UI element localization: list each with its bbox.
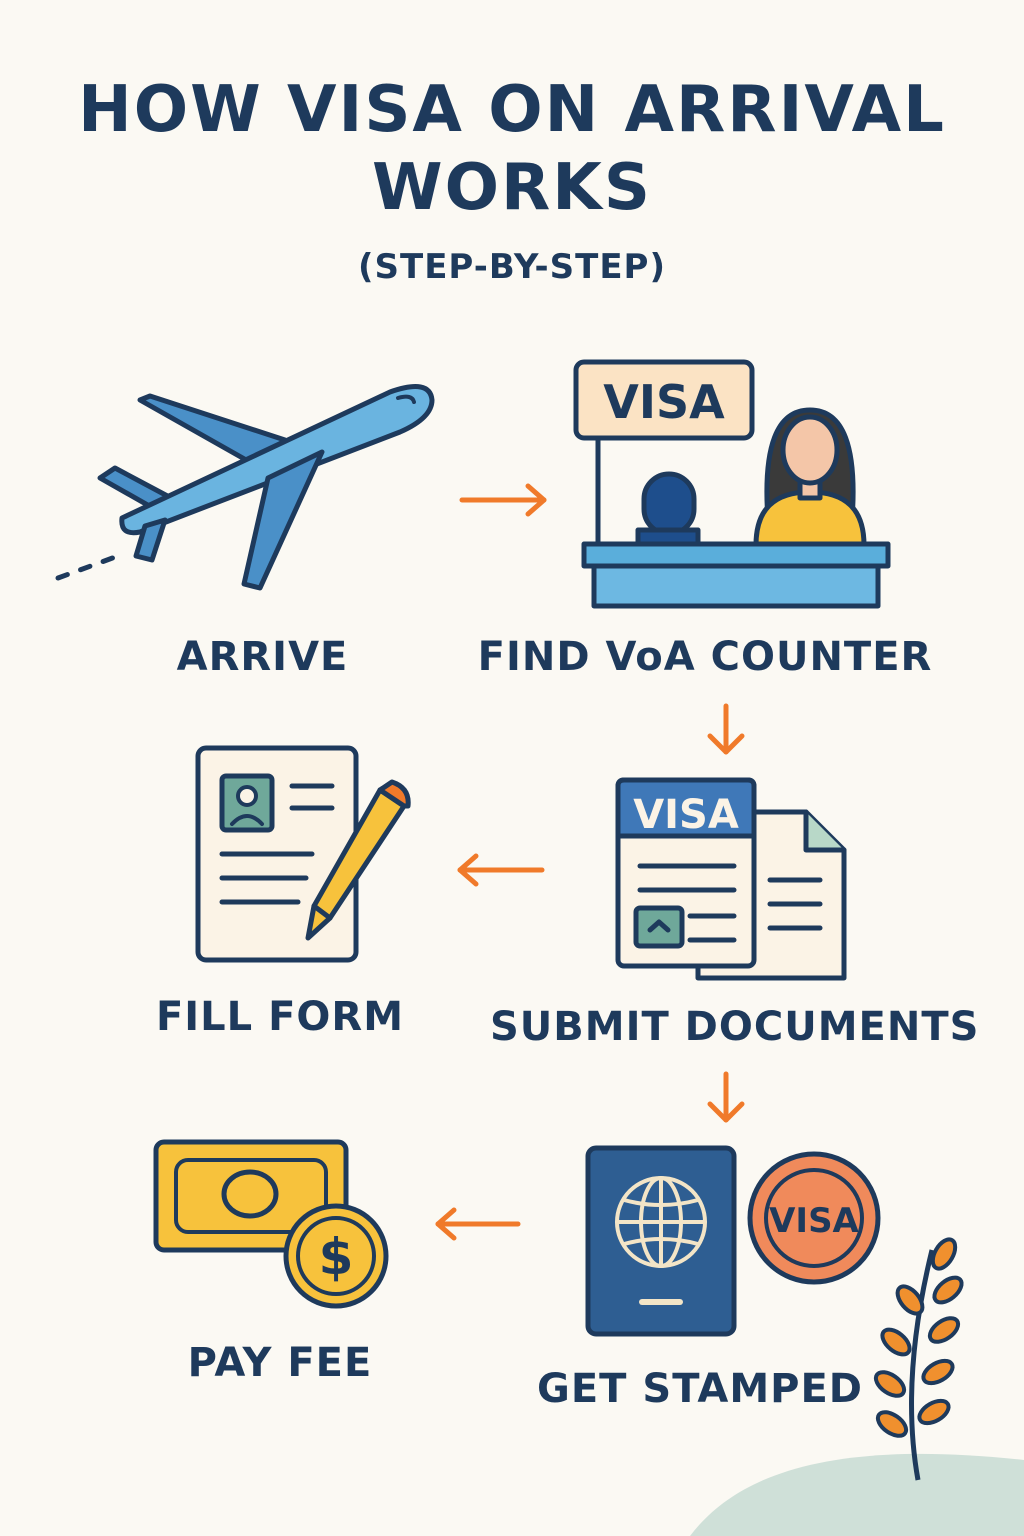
step-label-find-counter: FIND VoA COUNTER [477, 634, 933, 680]
visa-counter-icon [573, 359, 891, 609]
step-label-arrive: ARRIVE [176, 634, 349, 680]
plant-decoration-icon [873, 1237, 964, 1481]
flight-trail [55, 553, 121, 581]
money-coin-icon [153, 1139, 389, 1309]
page-title-line-2: WORKS [372, 151, 652, 225]
document-header-text: VISA [633, 792, 739, 838]
visa-sign [573, 359, 755, 441]
counter-top [581, 541, 891, 569]
visa-stamp-text: VISA [769, 1201, 859, 1241]
page-subtitle: (STEP-BY-STEP) [357, 247, 667, 287]
form-pencil-icon [195, 745, 411, 963]
visa-sign-text: VISA [603, 375, 725, 429]
agent-face [780, 414, 840, 486]
globe-icon [615, 1176, 707, 1268]
hill-decoration [690, 1453, 1024, 1536]
step-label-pay-fee: PAY FEE [187, 1340, 373, 1386]
passport-stamp-icon [585, 1145, 881, 1337]
page-title-line-1: HOW VISA ON ARRIVAL [78, 73, 946, 147]
visa-stamp [747, 1151, 881, 1285]
step-label-get-stamped: GET STAMPED [537, 1366, 863, 1412]
arrow-down-icon [707, 1071, 745, 1123]
coin-symbol: $ [319, 1228, 354, 1286]
step-label-fill-form: FILL FORM [155, 994, 405, 1040]
counter-front [591, 563, 881, 609]
visa-documents-icon [615, 777, 847, 981]
coin [283, 1203, 389, 1309]
airplane-icon [55, 384, 435, 591]
arrow-left-icon [435, 1207, 521, 1241]
document-header [615, 777, 757, 839]
step-label-submit-documents: SUBMIT DOCUMENTS [490, 1004, 980, 1050]
photo-box [633, 905, 685, 949]
arrow-right-icon [459, 483, 547, 517]
arrow-left-icon [457, 853, 545, 887]
arrow-down-icon [707, 703, 745, 755]
